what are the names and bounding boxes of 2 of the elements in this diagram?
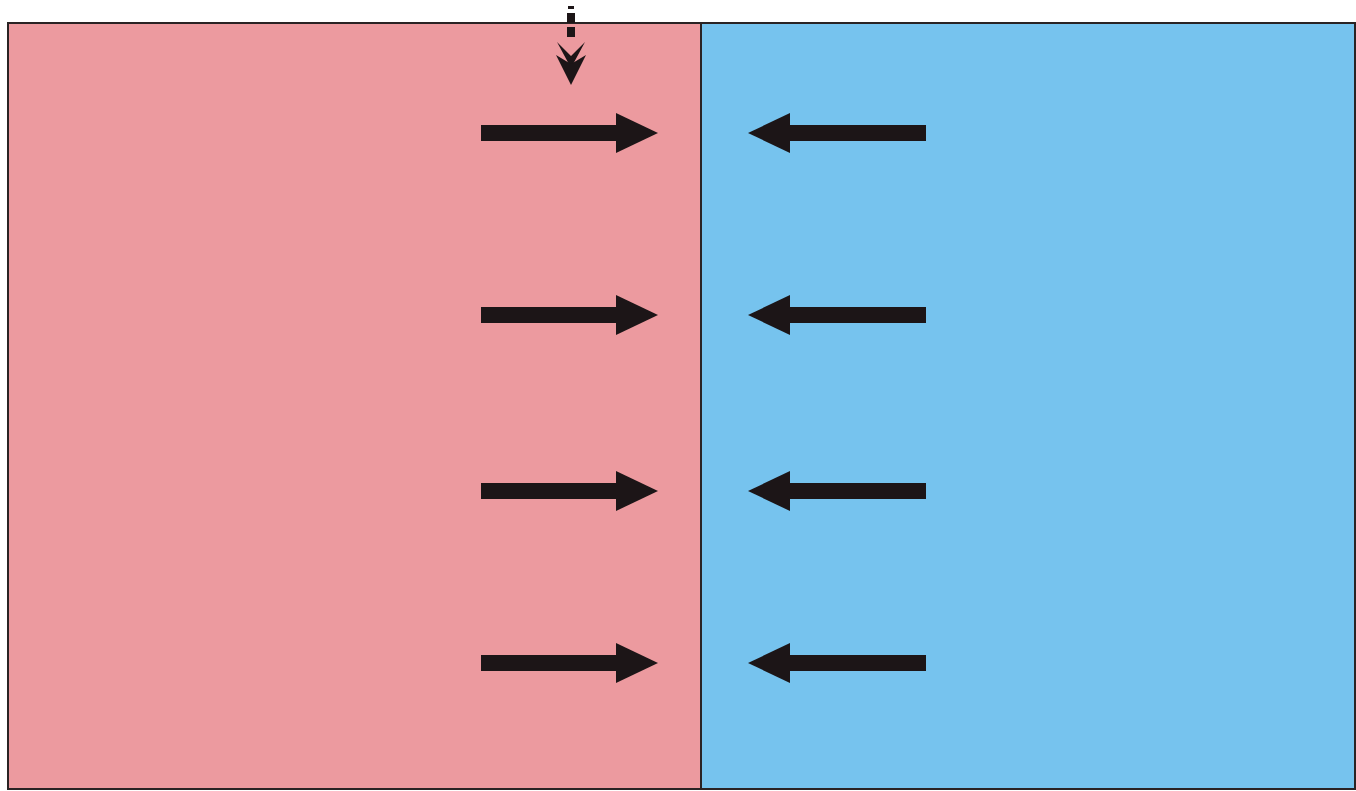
region-box: [7, 22, 702, 790]
region-box: [700, 22, 1356, 790]
